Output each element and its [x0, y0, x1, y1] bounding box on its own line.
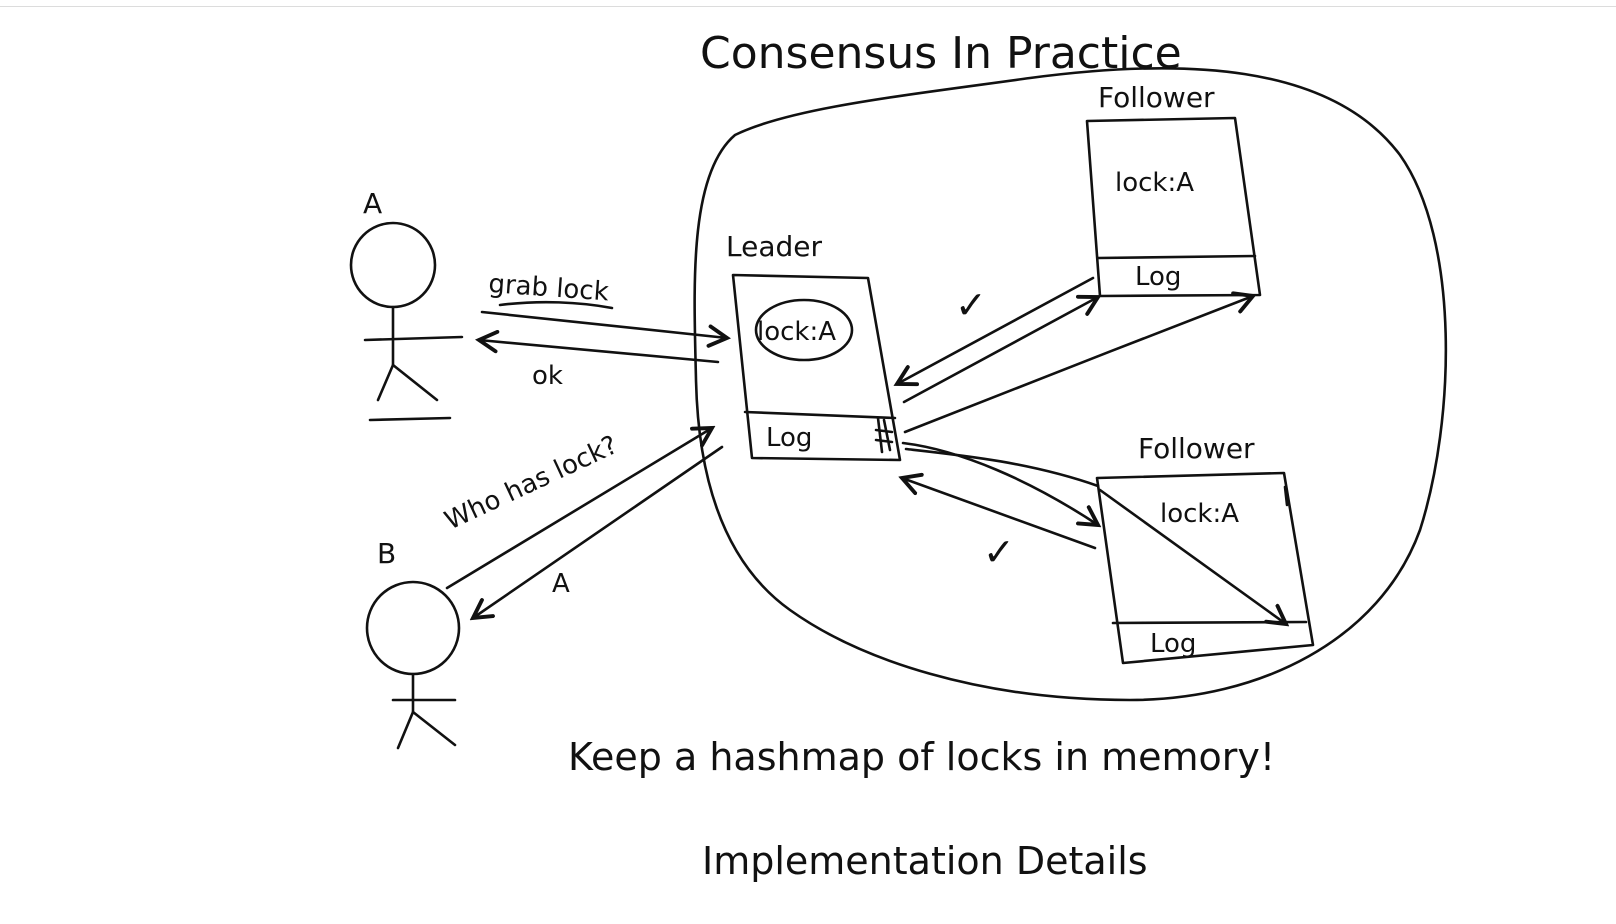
follower-1-state: lock:A	[1115, 168, 1194, 198]
ack-check-2: ✓	[983, 530, 1015, 574]
follower-2-state: lock:A	[1160, 499, 1239, 529]
commit-to-follower-1-arrow	[903, 296, 1253, 434]
who-has-lock-arrow	[445, 428, 712, 590]
leader-lock-circle	[754, 298, 854, 362]
follower-node-1: Follower lock:A Log	[1085, 81, 1262, 298]
reply-a-label: A	[552, 569, 570, 599]
replicate-to-follower-2-arrow	[901, 441, 1098, 525]
leader-log-tail	[874, 416, 894, 454]
leader-log: Log	[766, 423, 812, 453]
reply-a-arrow	[473, 445, 724, 618]
cluster-boundary	[693, 66, 1448, 702]
follower-2-diagonal-arrow	[1098, 488, 1286, 624]
replicate-to-follower-1-arrow	[902, 297, 1098, 404]
ok-arrow	[479, 340, 720, 364]
top-divider	[0, 6, 1616, 7]
leader-label: Leader	[726, 230, 822, 263]
follower-2-log: Log	[1150, 629, 1196, 659]
follower-node-2: Follower lock:A Log	[1095, 432, 1315, 665]
ack-check-1: ✓	[955, 283, 987, 327]
ok-label: ok	[532, 361, 563, 391]
follower-2-label: Follower	[1138, 432, 1255, 465]
leader-node: Leader lock:A Log	[726, 230, 902, 462]
grab-lock-arrow	[480, 310, 727, 338]
client-a-label: A	[363, 187, 382, 220]
diagram-title: Consensus In Practice	[700, 28, 1182, 79]
follower-1-log: Log	[1135, 262, 1181, 292]
client-a-figure: A	[349, 187, 464, 422]
grab-lock-underline	[498, 300, 614, 310]
footer-title: Implementation Details	[702, 839, 1148, 883]
caption-text: Keep a hashmap of locks in memory!	[568, 735, 1275, 779]
client-b-figure: B	[365, 537, 461, 750]
ack-from-follower-1-arrow	[897, 276, 1095, 384]
leader-state: lock:A	[757, 317, 836, 347]
who-has-lock-label: Who has lock?	[440, 430, 622, 536]
commit-to-follower-2-line	[904, 447, 1100, 488]
ack-from-follower-2-arrow	[902, 478, 1097, 550]
follower-1-label: Follower	[1098, 81, 1215, 114]
client-b-label: B	[377, 537, 396, 570]
